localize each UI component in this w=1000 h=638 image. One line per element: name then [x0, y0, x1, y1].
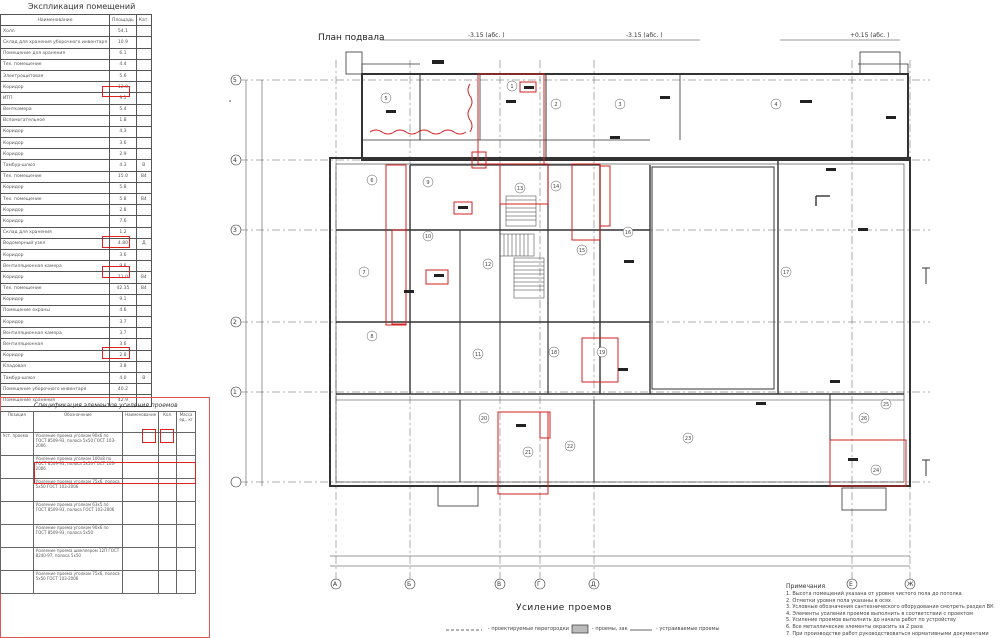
axis-label-a: А [333, 581, 337, 588]
note-line: 2. Отметки уровня пола указаны в осях [786, 598, 998, 605]
legend-item-2: - проемы, закладываемые [592, 626, 628, 632]
notes-block: 1. Высота помещений указана от уровня чи… [786, 591, 998, 637]
room-number: 14 [553, 184, 559, 190]
note-line: 6. Все металлические элементы окрасить з… [786, 624, 998, 631]
room-number: 24 [873, 468, 879, 474]
axis-label-2: 2 [233, 319, 237, 326]
room-number: 4 [774, 102, 777, 108]
legend-item-1: - проектируемые перегородки [488, 626, 569, 632]
room-number: 5 [384, 96, 387, 102]
room-number: 10 [425, 234, 431, 240]
room-number: 19 [599, 350, 605, 356]
room-number: 8 [370, 334, 373, 340]
room-number: 1 [510, 84, 513, 90]
axis-label-3: 3 [233, 227, 237, 234]
room-number: 26 [861, 416, 867, 422]
notes-title: Примечания [786, 583, 825, 590]
note-line: 1. Высота помещений указана от уровня чи… [786, 591, 998, 598]
room-number: 25 [883, 402, 889, 408]
room-number: 20 [481, 416, 487, 422]
revision-cloud-2 [468, 84, 472, 132]
note-line: 4. Элементы усиления проемов выполнить в… [786, 611, 998, 618]
room-number: 6 [370, 178, 373, 184]
room-number: 9 [426, 180, 429, 186]
room-number: 22 [567, 444, 573, 450]
room-number: 17 [783, 270, 789, 276]
room-number: 11 [475, 352, 481, 358]
axis-label-4: 4 [233, 157, 237, 164]
axis-label-5: 5 [233, 77, 237, 84]
axis-label-1: 1 [233, 389, 237, 396]
revision-cloud-1 [370, 130, 466, 134]
axis-label-zh: Ж [907, 581, 913, 588]
note-line: 5. Усиление проемов выполнить до начала … [786, 617, 998, 624]
room-number: 21 [525, 450, 531, 456]
note-line: 3. Условные обозначения сантехнического … [786, 604, 998, 611]
axis-label-g: Г [537, 581, 541, 588]
room-number: 7 [362, 270, 365, 276]
room-number: 2 [554, 102, 557, 108]
axis-label-b: Б [407, 581, 411, 588]
room-number: 12 [485, 262, 491, 268]
reinforcement-title: Усиление проемов [516, 603, 612, 613]
stair-2 [506, 196, 536, 226]
room-number: 23 [685, 436, 691, 442]
room-number: 18 [551, 350, 557, 356]
axis-label-d: Д [591, 581, 596, 588]
room-number: 15 [579, 248, 585, 254]
note-line: 7. При производстве работ руководствоват… [786, 631, 998, 638]
room-number: 13 [517, 186, 523, 192]
room-number: 16 [625, 230, 631, 236]
legend-item-3: - устраиваемые проемы [656, 626, 719, 632]
axis-label-e: Е [849, 581, 853, 588]
room-number: 3 [618, 102, 621, 108]
upper-block-wall [362, 74, 908, 160]
stair-1 [500, 234, 544, 298]
axis-label-v: В [497, 581, 501, 588]
